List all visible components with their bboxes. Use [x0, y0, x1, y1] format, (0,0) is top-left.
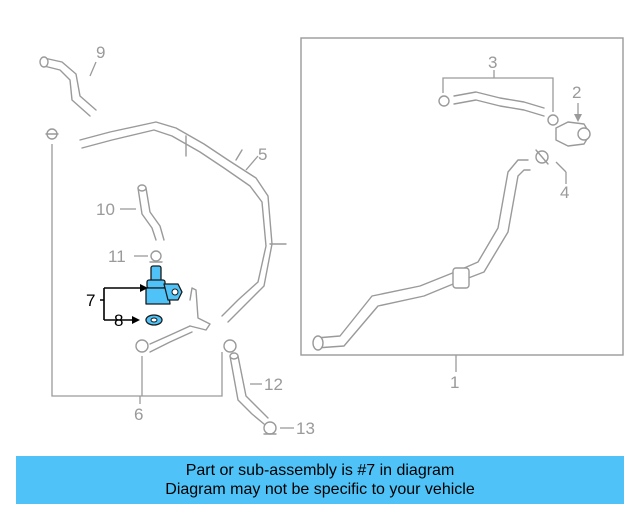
- callout-13: 13: [296, 419, 315, 438]
- part-1-hose[interactable]: [312, 159, 531, 351]
- part-3-hose[interactable]: [438, 91, 559, 126]
- info-banner: Part or sub-assembly is #7 in diagram Di…: [16, 456, 624, 504]
- banner-line-2: Diagram may not be specific to your vehi…: [165, 481, 475, 498]
- part-11-clamp[interactable]: [149, 250, 163, 263]
- part-13-clamp[interactable]: [263, 421, 277, 435]
- callout-1: 1: [450, 373, 459, 392]
- part-9-hose[interactable]: [39, 56, 97, 117]
- callout-5: 5: [258, 145, 267, 164]
- callout-10: 10: [96, 200, 115, 219]
- callout-9: 9: [96, 43, 105, 62]
- bracket[interactable]: [149, 287, 211, 353]
- part-8-washer[interactable]: [145, 314, 163, 326]
- callout-8: 8: [114, 311, 123, 330]
- part-5-tube[interactable]: [79, 121, 287, 323]
- callout-3: 3: [488, 53, 497, 72]
- part-4-clamp[interactable]: [535, 149, 549, 165]
- sub-assembly-frame: [300, 37, 624, 356]
- callout-12: 12: [264, 375, 283, 394]
- banner-line-1: Part or sub-assembly is #7 in diagram: [185, 462, 455, 479]
- callout-2: 2: [572, 83, 581, 102]
- callout-6: 6: [134, 405, 143, 424]
- part-2-connector[interactable]: [555, 121, 591, 147]
- part-6-clamps[interactable]: [45, 128, 237, 353]
- callout-11: 11: [108, 247, 126, 266]
- callout-4: 4: [560, 183, 569, 202]
- part-10-hose[interactable]: [137, 184, 165, 241]
- part-7-highlighted[interactable]: [145, 265, 183, 305]
- part-12-hose[interactable]: [229, 352, 269, 425]
- callout-7: 7: [86, 291, 95, 310]
